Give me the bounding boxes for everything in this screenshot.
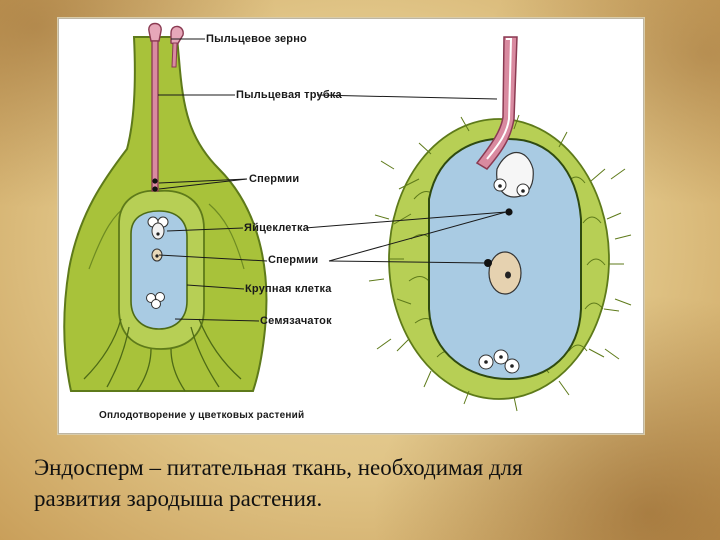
sperm-dot-2 (152, 186, 157, 191)
pollen-grain-1 (149, 24, 161, 42)
diagram-drawing (59, 19, 643, 433)
label-ovule: Семязачаток (260, 315, 332, 327)
label-egg-cell: Яйцеклетка (244, 222, 309, 234)
fertilization-diagram: Пыльцевое зерно Пыльцевая трубка Спермии… (58, 18, 644, 434)
slide-text-line-2: развития зародыша растения. (34, 483, 694, 514)
label-pollen-grain: Пыльцевое зерно (206, 33, 307, 45)
slide-text: Эндосперм – питательная ткань, необходим… (34, 452, 694, 514)
pollen-tube-left (152, 41, 158, 191)
label-sperm-upper: Спермии (249, 173, 299, 185)
label-sperm-lower: Спермии (268, 254, 318, 266)
slide-text-line-1: Эндосперм – питательная ткань, необходим… (34, 452, 694, 483)
sperm-cell-egg (505, 208, 512, 215)
sperm-cell-central (484, 259, 492, 267)
pollen-grain-2 (171, 26, 183, 45)
sperm-dot-1 (152, 178, 157, 183)
label-large-cell: Крупная клетка (245, 283, 332, 295)
central-cell-nucleus (489, 252, 521, 294)
figure-caption: Оплодотворение у цветковых растений (99, 410, 304, 421)
pistil-drawing (64, 24, 266, 392)
label-pollen-tube: Пыльцевая трубка (236, 89, 342, 101)
ovule-enlarged-drawing (369, 37, 631, 411)
egg-cell-left (152, 223, 164, 239)
